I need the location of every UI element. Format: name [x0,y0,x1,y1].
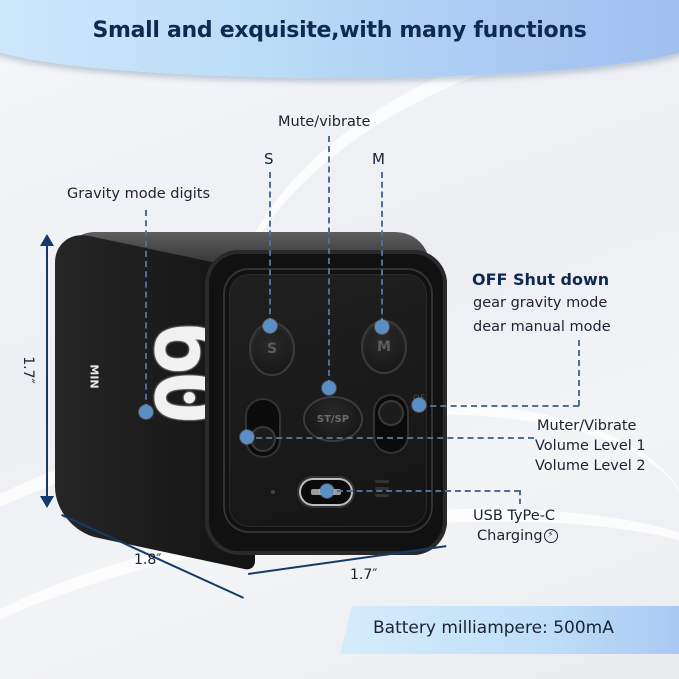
arrow-head-down-icon [40,496,54,508]
callout-m-button: M [372,150,385,168]
leader-line-mute [328,136,330,386]
callout-off-line1: gear gravity mode [473,295,608,311]
callout-s-button: S [264,150,274,168]
mode-switch-knob[interactable] [380,402,402,424]
m-button[interactable]: M [363,322,405,372]
volume-switch[interactable] [247,400,279,456]
start-stop-button[interactable]: ST/SP [305,398,361,440]
leader-line-s [269,172,271,324]
microphone-hole [271,490,275,494]
leader-line-usb-v [519,490,521,504]
callout-volume-line3: Volume Level 2 [535,458,646,474]
leader-line-usb [327,490,520,492]
width-dimension-label: 1.7″ [350,567,378,583]
callout-volume-line1: Muter/Vibrate [537,418,637,434]
height-dimension-label: 1.7″ [19,356,36,384]
leader-line-off-h [420,405,579,407]
callout-usb-line1: USB TyPe-C [473,508,556,524]
speaker-grill [375,480,389,483]
device-front-face: S M ST/SP OF [205,250,447,555]
leader-line-off [578,340,580,406]
volume-switch-knob[interactable] [252,428,274,450]
lightning-bolt-icon: ⚡ [543,529,558,543]
callout-dot-mute [322,381,336,395]
leader-line-m [381,172,383,324]
arrow-head-up-icon [40,234,54,246]
callout-dot-m [375,320,389,334]
callout-mute-vibrate: Mute/vibrate [278,114,371,130]
display-unit-label: MIN [87,364,101,389]
callout-off-title: OFF Shut down [472,270,610,289]
leader-line-volume [246,437,534,439]
usb-charging-text: Charging [477,528,543,544]
depth-dimension-label: 1.8″ [134,552,162,568]
battery-capacity-text: Battery milliampere: 500mA [373,618,614,638]
callout-off-line2: dear manual mode [473,319,611,335]
height-dimension-arrow [46,240,48,502]
callout-gravity-digits: Gravity mode digits [67,186,211,202]
battery-banner [340,606,679,654]
header-banner [0,0,679,78]
speaker-grill [375,487,389,490]
mode-switch[interactable] [375,396,407,452]
callout-usb-line2: Charging⚡ [477,528,558,544]
page-title: Small and exquisite,with many functions [92,18,587,43]
leader-line-gravity [145,210,147,410]
callout-volume-line2: Volume Level 1 [535,438,646,454]
callout-dot-s [263,319,277,333]
callout-dot-volume [240,430,254,444]
callout-dot-off [412,398,426,412]
speaker-grill [375,494,389,497]
callout-dot-gravity [139,405,153,419]
callout-dot-usb [320,484,334,498]
